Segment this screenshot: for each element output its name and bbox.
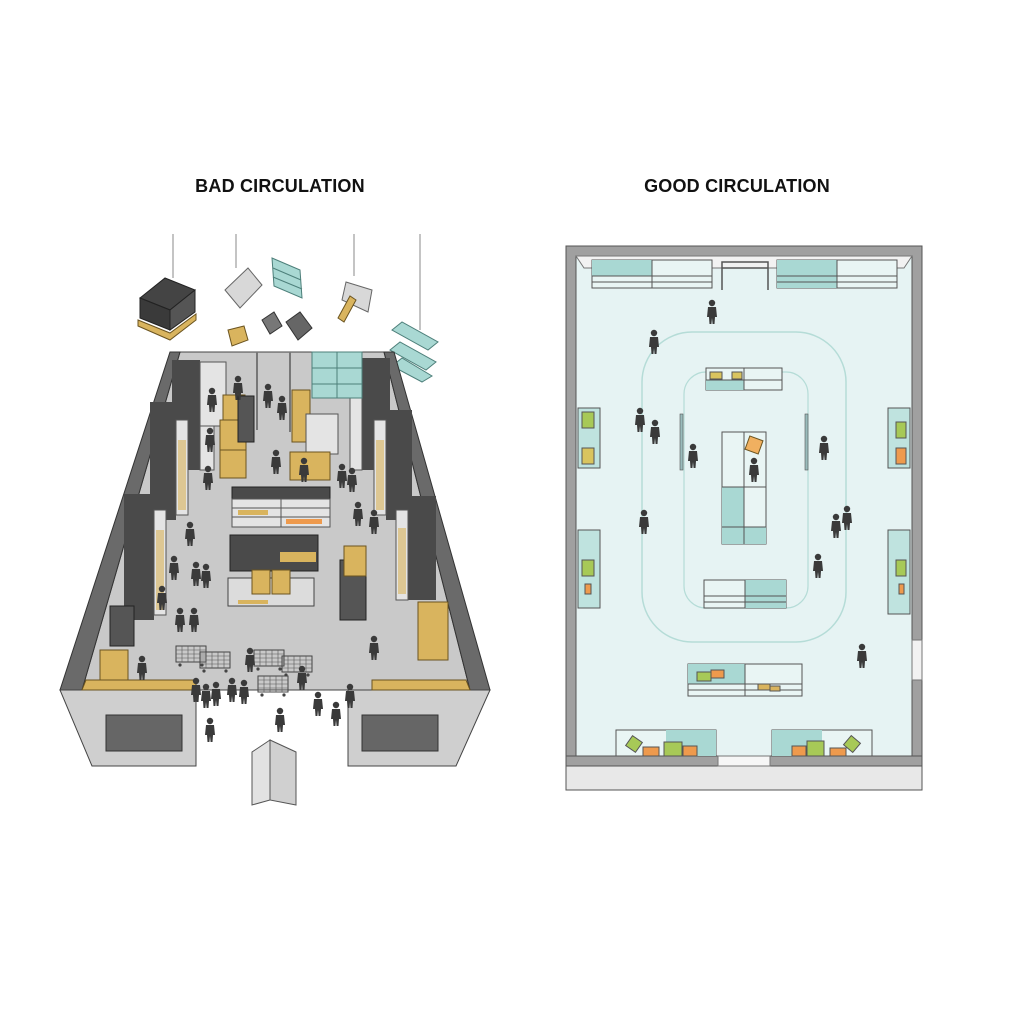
front-ledge-left — [81, 679, 197, 691]
top-center-display — [705, 367, 783, 391]
front-sill — [565, 765, 923, 791]
hanging-dark-box — [137, 277, 197, 341]
center-island — [721, 431, 767, 545]
back-wall-entry-frame — [721, 261, 769, 290]
side-door-right — [911, 639, 923, 681]
hanging-teal-shelf — [271, 257, 303, 299]
bad-circulation-illustration — [59, 234, 491, 806]
right-wall-display-1 — [887, 407, 911, 469]
center-gondola-1 — [231, 486, 331, 528]
left-wall-display-1 — [577, 407, 601, 469]
falling-boxes — [227, 311, 313, 347]
right-wall-display-2 — [887, 529, 911, 615]
bad-circulation-title: BAD CIRCULATION — [195, 176, 365, 196]
hanging-teal-rack — [389, 321, 439, 383]
front-wall-right — [769, 755, 923, 767]
bottom-center-display — [703, 579, 787, 609]
back-teal-cooler — [311, 351, 363, 399]
back-wall-display-left — [591, 259, 713, 289]
divider-left — [679, 413, 684, 471]
window-left — [105, 714, 183, 752]
hanging-panel-1 — [224, 267, 263, 309]
center-gondola-2 — [227, 534, 319, 607]
window-right — [361, 714, 439, 752]
circulation-loop-outer — [641, 331, 847, 643]
left-wall-display-2 — [577, 529, 601, 609]
good-circulation-title: GOOD CIRCULATION — [644, 176, 830, 196]
hanging-panel-2 — [337, 281, 373, 323]
narrow-swing-door — [251, 739, 297, 806]
back-wall-display-right — [776, 259, 898, 289]
wide-entrance — [717, 755, 771, 767]
divider-right — [804, 413, 809, 471]
front-wall-left — [565, 755, 719, 767]
hanging-wires — [172, 234, 421, 330]
front-center-display — [687, 663, 803, 697]
front-display-right — [771, 729, 873, 757]
back-shelf-units — [199, 352, 339, 481]
good-circulation-floorplan — [565, 245, 923, 791]
display-tower — [339, 545, 367, 621]
front-display-left — [615, 729, 717, 757]
front-ledge-right — [371, 679, 471, 691]
